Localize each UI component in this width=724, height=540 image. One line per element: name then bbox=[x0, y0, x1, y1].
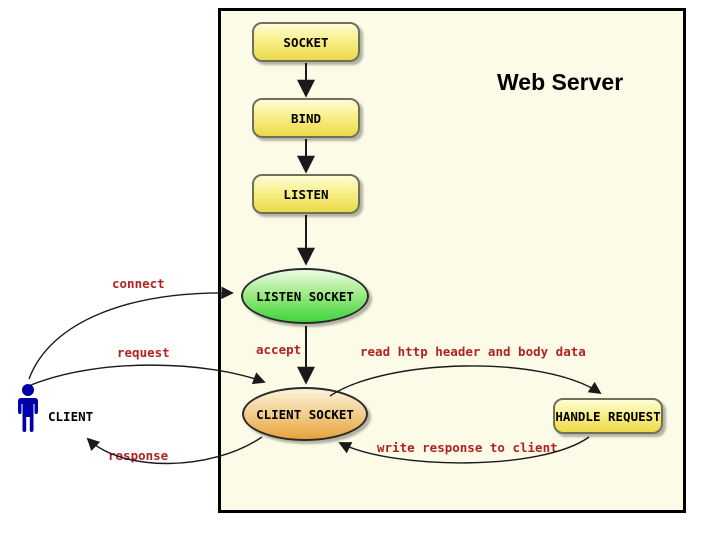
node-listen-socket: LISTEN SOCKET bbox=[241, 268, 369, 324]
client-label: CLIENT bbox=[48, 409, 94, 424]
edge-label-accept: accept bbox=[256, 342, 302, 357]
node-bind-label: BIND bbox=[290, 110, 322, 126]
node-client-socket-label: CLIENT SOCKET bbox=[256, 406, 354, 422]
edge-label-write-response: write response to client bbox=[377, 440, 558, 455]
client-person-icon bbox=[18, 384, 38, 432]
edge-label-connect: connect bbox=[112, 276, 165, 291]
node-socket: SOCKET bbox=[252, 22, 360, 62]
node-client-socket: CLIENT SOCKET bbox=[242, 387, 368, 441]
edge-label-read-http: read http header and body data bbox=[360, 344, 586, 359]
node-bind: BIND bbox=[252, 98, 360, 138]
node-handle-request-label: HANDLE REQUEST bbox=[555, 408, 661, 424]
edge-label-request: request bbox=[117, 345, 170, 360]
node-listen-socket-label: LISTEN SOCKET bbox=[256, 288, 354, 304]
node-listen-label: LISTEN bbox=[283, 186, 329, 202]
edge-label-response: response bbox=[108, 448, 169, 463]
node-listen: LISTEN bbox=[252, 174, 360, 214]
node-handle-request: HANDLE REQUEST bbox=[553, 398, 663, 434]
node-socket-label: SOCKET bbox=[283, 34, 329, 50]
web-server-title: Web Server bbox=[497, 69, 624, 95]
edge-connect bbox=[28, 286, 234, 380]
